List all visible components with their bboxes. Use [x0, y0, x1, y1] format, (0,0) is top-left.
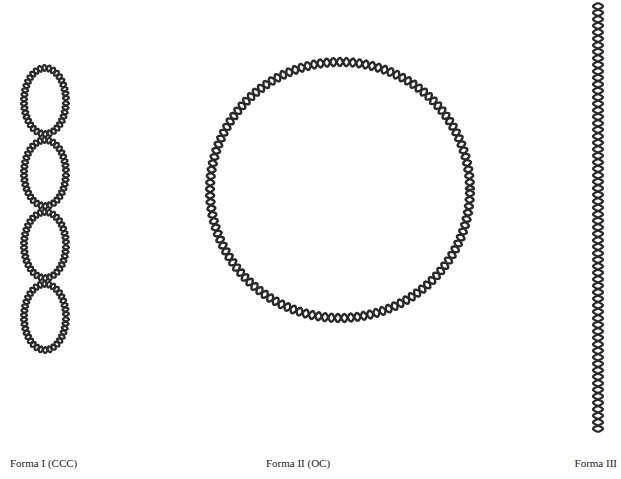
dna-strand — [21, 138, 69, 209]
dna-strand — [21, 210, 69, 281]
dna-strand — [21, 65, 69, 136]
dna-strand — [21, 66, 69, 137]
dna-strand — [593, 3, 603, 432]
supercoiled-dna — [21, 65, 69, 353]
linear-dna — [593, 3, 603, 432]
dna-strand — [21, 137, 69, 208]
dna-strand — [21, 282, 69, 353]
form-label: Forma I (CCC) — [10, 457, 77, 469]
dna-strand — [21, 281, 69, 352]
dna-strand — [206, 58, 474, 322]
form-label: Forma III — [575, 457, 617, 469]
dna-strand — [21, 209, 69, 280]
dna-strand — [593, 3, 603, 432]
form-label: Forma II (OC) — [266, 457, 330, 469]
open-circular-dna — [206, 58, 474, 322]
dna-strand — [206, 58, 474, 322]
